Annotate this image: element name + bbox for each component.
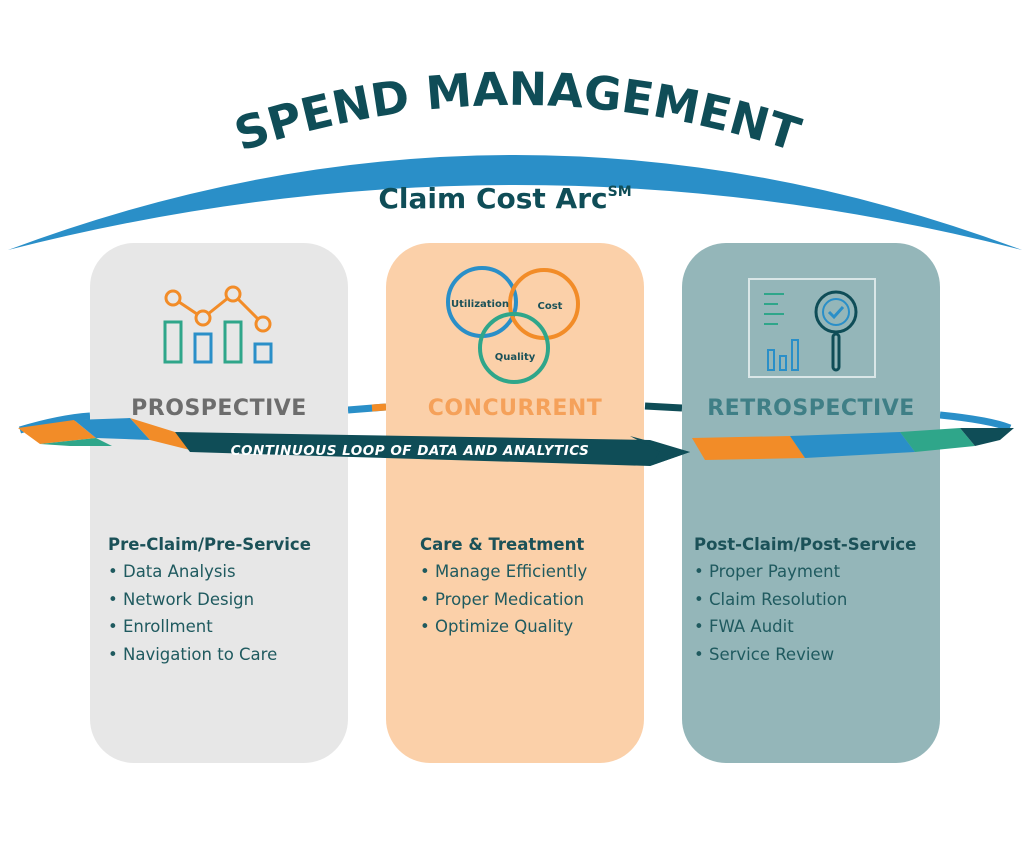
phase-title-retrospective: RETROSPECTIVE [707, 396, 915, 421]
list-item: Service Review [694, 641, 916, 669]
header-subtitle: Claim Cost ArcSM [378, 182, 631, 215]
claim-cost-arc [8, 155, 1022, 250]
card-retrospective [682, 243, 940, 763]
retrospective-heading: Post-Claim/Post-Service [694, 535, 917, 554]
retrospective-details: Post-Claim/Post-Service Proper Payment C… [694, 535, 916, 668]
list-item: Enrollment [108, 613, 311, 641]
concurrent-details: Care & Treatment Manage Efficiently Prop… [420, 535, 587, 641]
prospective-details: Pre-Claim/Pre-Service Data Analysis Netw… [108, 535, 311, 668]
concurrent-list: Manage Efficiently Proper Medication Opt… [420, 558, 587, 641]
list-item: Manage Efficiently [420, 558, 587, 586]
venn-label-utilization: Utilization [451, 299, 509, 310]
list-item: Claim Resolution [694, 586, 916, 614]
service-mark: SM [608, 184, 632, 200]
concurrent-heading: Care & Treatment [420, 535, 585, 554]
prospective-heading: Pre-Claim/Pre-Service [108, 535, 311, 554]
list-item: Network Design [108, 586, 311, 614]
list-item: Proper Medication [420, 586, 587, 614]
prospective-list: Data Analysis Network Design Enrollment … [108, 558, 311, 668]
venn-label-cost: Cost [538, 301, 563, 312]
card-concurrent [386, 243, 644, 763]
card-prospective [90, 243, 348, 763]
phase-title-prospective: PROSPECTIVE [131, 396, 307, 421]
list-item: Proper Payment [694, 558, 916, 586]
loop-arrow-band [175, 432, 690, 466]
list-item: FWA Audit [694, 613, 916, 641]
list-item: Optimize Quality [420, 613, 587, 641]
venn-label-quality: Quality [495, 352, 536, 363]
loop-banner-label: CONTINUOUS LOOP OF DATA AND ANALYTICS [231, 443, 590, 459]
phase-title-concurrent: CONCURRENT [427, 396, 603, 421]
retrospective-list: Proper Payment Claim Resolution FWA Audi… [694, 558, 916, 668]
magnifier-report-icon [748, 278, 876, 378]
trend-bar-chart-icon [163, 285, 273, 364]
venn-diagram-icon: Utilization Cost Quality [446, 266, 580, 384]
list-item: Navigation to Care [108, 641, 311, 669]
list-item: Data Analysis [108, 558, 311, 586]
